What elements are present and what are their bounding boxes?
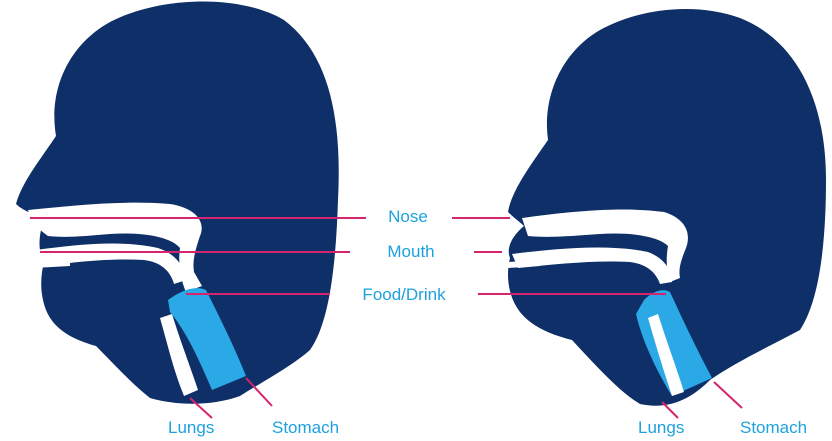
label-lungs-right: Lungs xyxy=(638,418,684,438)
label-mouth: Mouth xyxy=(387,242,434,262)
label-food-drink: Food/Drink xyxy=(362,285,445,305)
label-stomach-left: Stomach xyxy=(272,418,339,438)
left-head xyxy=(16,1,339,403)
label-stomach-right: Stomach xyxy=(740,418,807,438)
label-lungs-left: Lungs xyxy=(168,418,214,438)
lungs-line-right xyxy=(662,402,678,418)
right-head xyxy=(508,9,826,406)
stomach-line-right xyxy=(714,382,742,408)
label-nose: Nose xyxy=(388,207,428,227)
